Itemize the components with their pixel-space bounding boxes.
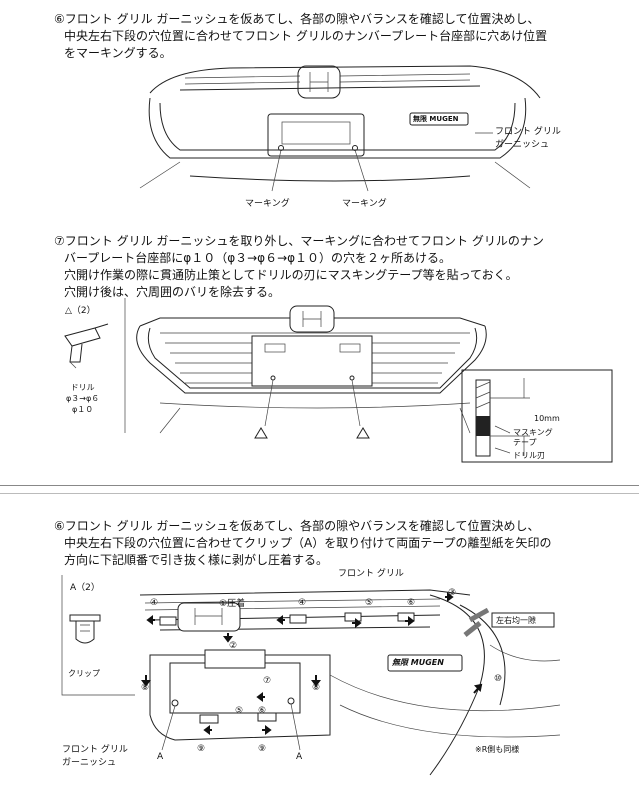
masking-tape-label-2: テープ — [513, 438, 537, 447]
step6b-line-2: 中央左右下段の穴位置に合わせてクリップ（A）を取り付けて両面テープの離型紙を矢印… — [64, 536, 552, 550]
drill-bit-label: ドリル刃 — [513, 451, 545, 460]
step-num-5b: ⑤ — [235, 706, 244, 716]
step6a-line-1: ⑥フロント グリル ガーニッシュを仮あてし、各部の隙やバランスを確認して位置決め… — [54, 12, 540, 26]
step-num-4a: ④ — [150, 598, 159, 608]
step6a-line-3: をマーキングする。 — [64, 46, 172, 60]
clip-a-right: A — [296, 752, 303, 762]
step7-line-2: バープレート台座部にφ１０（φ３→φ６→φ１０）の穴を２ヶ所あける。 — [64, 251, 452, 265]
drill-spec: ドリル φ３→φ６ φ１０ — [66, 382, 99, 415]
grille-marking-figure — [139, 65, 541, 192]
step6b-line-3: 方向に下記順番で引き抜く様に剥がし圧着する。 — [64, 553, 329, 567]
step-num-8b: ⑧ — [312, 683, 321, 693]
step-num-10: ⑩ — [494, 674, 503, 684]
drill-icon — [64, 323, 109, 369]
garnish-label-bottom-1: フロント グリル — [62, 745, 128, 755]
marking-left: マーキング — [245, 199, 290, 209]
section-divider-2 — [0, 493, 639, 494]
step7-line-4: 穴開け後は、穴周囲のバリを除去する。 — [64, 285, 281, 299]
step-num-3: ③ — [448, 588, 457, 598]
clip-label: クリップ — [68, 669, 100, 678]
tool-ref-triangle: △（2） — [65, 306, 96, 316]
clip-install-figure — [61, 575, 561, 776]
label-garnish-top: フロント グリル ガーニッシュ — [495, 126, 561, 152]
step-num-7: ⑦ — [263, 676, 272, 686]
r-side-note: ※R側も同様 — [475, 745, 520, 754]
step-num-5a: ⑤ — [365, 598, 374, 608]
gap-label: 左右均一隙 — [496, 616, 536, 625]
step7-line-3: 穴開け作業の際に貫通防止策としてドリルの刃にマスキングテープ等を貼っておく。 — [64, 268, 518, 282]
step6a-text: ⑥フロント グリル ガーニッシュを仮あてし、各部の隙やバランスを確認して位置決め… — [54, 11, 547, 62]
step-num-9a: ⑨ — [197, 744, 206, 754]
mugen-badge-top: 無限 MUGEN — [413, 115, 459, 123]
garnish-label-bottom: フロント グリル ガーニッシュ — [62, 744, 128, 770]
step6b-text: ⑥フロント グリル ガーニッシュを仮あてし、各部の隙やバランスを確認して位置決め… — [54, 518, 552, 569]
garnish-label-bottom-2: ガーニッシュ — [62, 758, 117, 768]
part-ref-a: A（2） — [70, 583, 100, 593]
press-label: ①圧着 — [219, 599, 246, 609]
front-grill-label: フロント グリル — [338, 569, 404, 579]
step7-line-1: ⑦フロント グリル ガーニッシュを取り外し、マーキングに合わせてフロント グリル… — [54, 234, 544, 248]
step-num-6b: ⑥ — [258, 706, 267, 716]
masking-tape-label: マスキング テープ — [513, 428, 553, 448]
step-num-6a: ⑥ — [407, 598, 416, 608]
step6b-line-1: ⑥フロント グリル ガーニッシュを仮あてし、各部の隙やバランスを確認して位置決め… — [54, 519, 540, 533]
mugen-badge-bottom: 無限 MUGEN — [392, 658, 444, 667]
step-num-9b: ⑨ — [258, 744, 267, 754]
dim-10mm: 10mm — [534, 414, 560, 423]
marking-right: マーキング — [342, 199, 387, 209]
masking-tape-label-1: マスキング — [513, 428, 553, 437]
step6a-line-2: 中央左右下段の穴位置に合わせてフロント グリルのナンバープレート台座部に穴あけ位… — [64, 29, 548, 43]
label-garnish-top-1: フロント グリル — [495, 127, 561, 137]
drilling-figure — [64, 298, 613, 463]
step-num-8a: ⑧ — [141, 683, 150, 693]
step-num-2: ② — [229, 641, 238, 651]
step7-text: ⑦フロント グリル ガーニッシュを取り外し、マーキングに合わせてフロント グリル… — [54, 233, 544, 301]
label-garnish-top-2: ガーニッシュ — [495, 140, 550, 150]
section-divider — [0, 485, 639, 486]
step-num-4b: ④ — [298, 598, 307, 608]
drill-spec-2: φ３→φ６ — [66, 394, 100, 403]
clip-icon — [69, 614, 101, 644]
clip-a-left: A — [157, 752, 164, 762]
drill-spec-3: φ１０ — [71, 405, 94, 414]
drill-spec-1: ドリル — [70, 383, 95, 392]
